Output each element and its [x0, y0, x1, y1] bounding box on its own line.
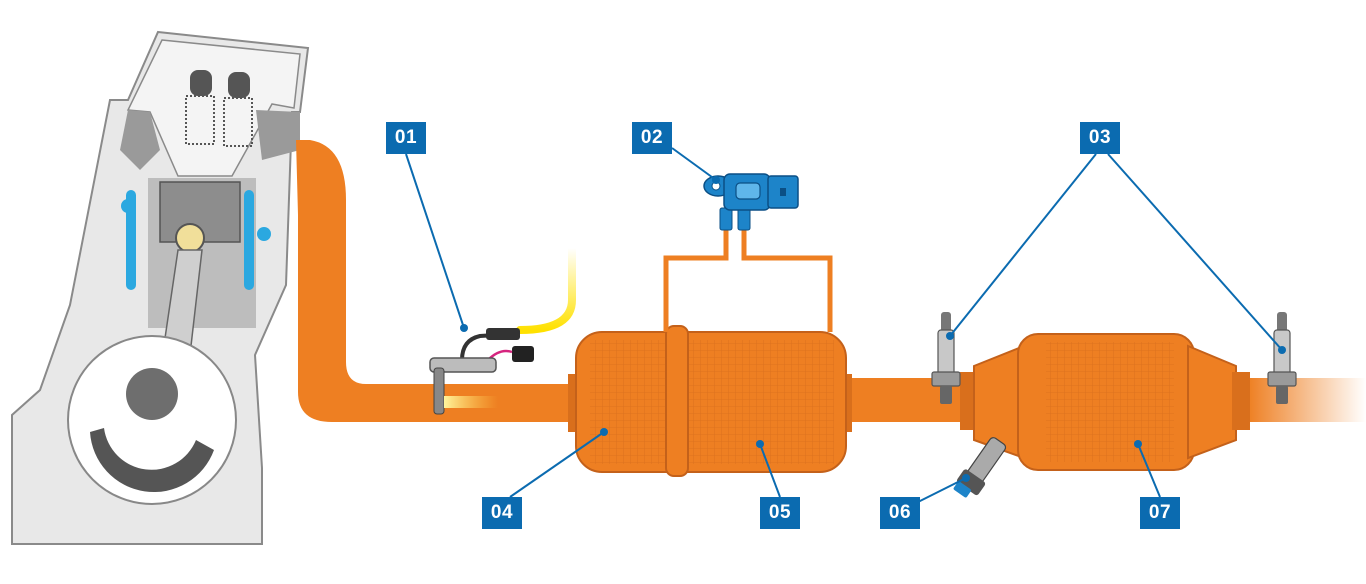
pipe-tail	[1248, 378, 1366, 422]
coolant-channel-left	[126, 190, 136, 290]
probe-tip	[1276, 386, 1288, 404]
pressure-window	[735, 182, 761, 200]
leader-06-dot	[962, 474, 970, 482]
leader-04	[509, 431, 605, 498]
spring-right	[223, 97, 253, 147]
catalyst-core	[1046, 342, 1174, 462]
coolant-dot-left	[121, 199, 135, 213]
label-05: 05	[760, 497, 800, 529]
leader-03b	[1107, 153, 1283, 351]
leader-03a	[949, 153, 1097, 337]
crankshaft	[126, 368, 178, 420]
sensor-probe	[433, 367, 445, 415]
lambda-probe-downstream	[1267, 312, 1297, 404]
coolant-channel-right	[244, 190, 254, 290]
catalyst-cone-right	[1187, 344, 1237, 460]
scr-catalyst	[960, 333, 1250, 471]
sensor-heat-glow	[444, 396, 498, 408]
leader-02	[671, 147, 717, 181]
label-02: 02	[632, 122, 672, 154]
exhaust-pipe	[296, 140, 1366, 422]
differential-pressure-sensor-icon	[663, 173, 833, 332]
valve-left	[190, 70, 212, 96]
probe-cable	[941, 312, 951, 332]
probe-tip	[940, 386, 952, 404]
label-03: 03	[1080, 122, 1120, 154]
leader-07-dot	[1134, 440, 1142, 448]
piston-pin	[175, 223, 205, 253]
pressure-line-left	[663, 222, 729, 332]
valve-right	[228, 72, 250, 98]
spring-left	[185, 95, 215, 145]
filter-oxidation-core	[590, 340, 668, 464]
leader-03b-dot	[1278, 346, 1286, 354]
lambda-probe-icon	[931, 312, 1297, 404]
sensor-body	[429, 357, 497, 373]
pressure-connector-slot	[780, 188, 786, 196]
probe-cable	[1277, 312, 1287, 332]
leader-04-dot	[600, 428, 608, 436]
injector-plug	[953, 481, 971, 498]
engine-cross-section-icon	[11, 30, 310, 545]
intake-port	[120, 110, 160, 170]
crank-counterweight	[90, 428, 214, 493]
leader-05-dot	[756, 440, 764, 448]
leader-07	[1137, 443, 1161, 498]
leader-01-dot	[460, 324, 468, 332]
coolant-dot-right	[257, 227, 271, 241]
pressure-line-right	[741, 222, 833, 332]
pressure-port-left	[719, 207, 733, 231]
thermometer-sensor-icon	[429, 244, 576, 415]
leader-01	[405, 153, 465, 329]
lambda-probe-upstream	[931, 312, 961, 404]
label-06: 06	[880, 497, 920, 529]
label-04: 04	[482, 497, 522, 529]
leader-05	[759, 443, 781, 498]
filter-band	[665, 325, 689, 477]
particulate-filter	[568, 325, 852, 477]
sensor-plug	[512, 346, 534, 362]
leader-lines	[405, 147, 1286, 507]
probe-nut	[931, 371, 961, 387]
exhaust-port	[256, 110, 300, 160]
label-01: 01	[386, 122, 426, 154]
leader-02-dot	[712, 176, 720, 184]
dosing-injector-icon	[953, 437, 1007, 498]
leader-03a-dot	[946, 332, 954, 340]
pipe-manifold	[296, 140, 582, 422]
pressure-port-right	[737, 207, 751, 231]
sensor-cable	[460, 332, 513, 361]
sensor-connector	[486, 328, 520, 340]
probe-nut	[1267, 371, 1297, 387]
label-07: 07	[1140, 497, 1180, 529]
sensor-heat-wire	[516, 244, 576, 334]
catalyst-outlet	[1232, 372, 1250, 430]
